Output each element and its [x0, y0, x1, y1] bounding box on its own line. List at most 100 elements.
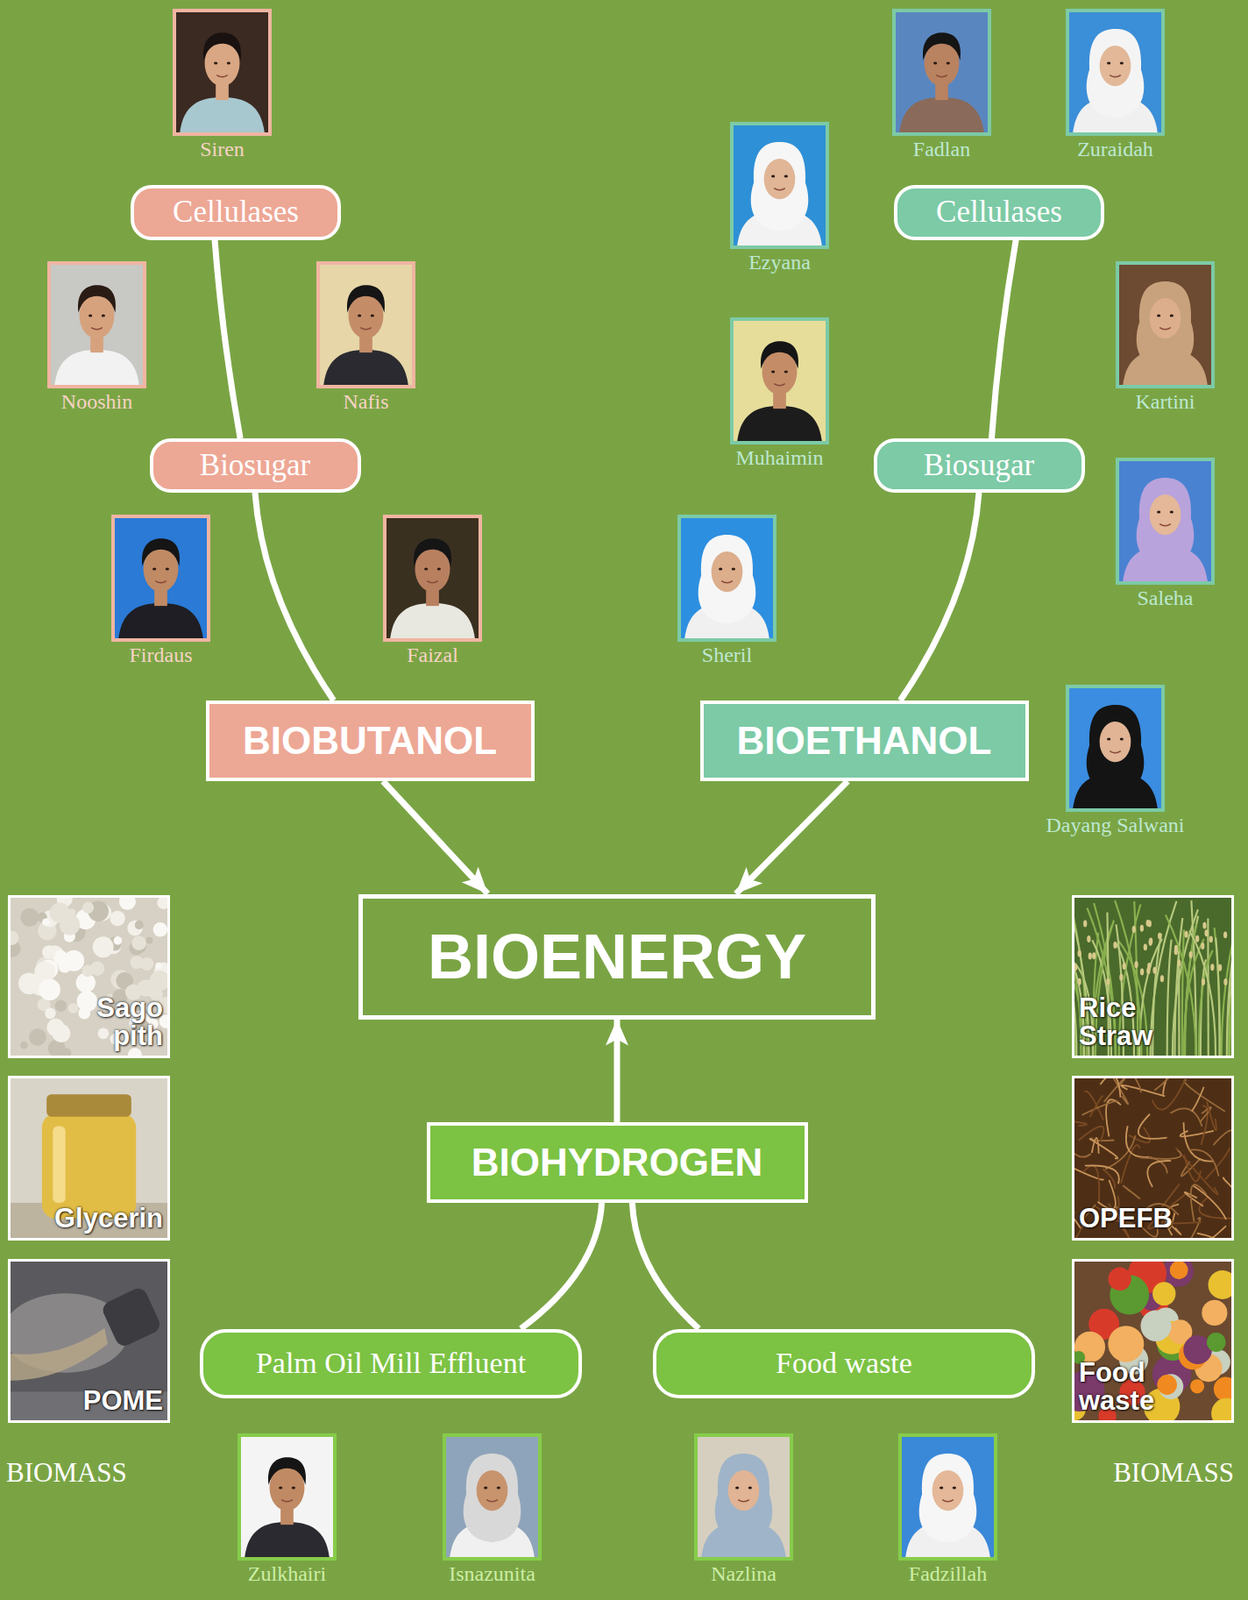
- eye: [165, 567, 170, 570]
- eye: [1120, 737, 1124, 740]
- rice-grain: [1146, 919, 1150, 927]
- stage-box: Food waste: [652, 1328, 1036, 1398]
- biomass-label: OPEFB: [1078, 1204, 1173, 1234]
- eye: [1106, 61, 1111, 64]
- mouth: [486, 1499, 498, 1502]
- portrait-frame: Siren: [172, 8, 272, 136]
- connector: [736, 780, 849, 894]
- sago-granule: [134, 920, 144, 929]
- rice-grain: [1204, 928, 1208, 936]
- portrait-frame: Nazlina: [694, 1432, 794, 1560]
- hair: [203, 32, 242, 61]
- portrait-frame: Isnazunita: [442, 1432, 542, 1560]
- fibre: [1223, 1177, 1232, 1210]
- portrait-frame: Saleha: [1115, 457, 1215, 585]
- mouth: [1109, 75, 1121, 78]
- eye: [718, 567, 723, 570]
- fuel-box: BIOHYDROGEN: [426, 1121, 809, 1203]
- fibre: [1089, 1138, 1118, 1159]
- biomass-photo: Glycerin: [7, 1075, 171, 1241]
- fibre: [1074, 1114, 1092, 1157]
- eye: [784, 174, 788, 178]
- sago-granule: [98, 1027, 110, 1039]
- photo-background: [697, 1436, 790, 1557]
- person-name: Muhaimin: [736, 446, 824, 468]
- sago-granule: [109, 910, 125, 926]
- sago-granule: [42, 917, 50, 926]
- fibre: [1184, 1154, 1201, 1181]
- portrait-photo: [319, 264, 412, 385]
- face: [932, 1469, 965, 1511]
- eye: [357, 313, 362, 317]
- biomass-photo: Rice Straw: [1071, 894, 1234, 1058]
- connector: [520, 1202, 602, 1329]
- portrait-photo: [114, 517, 207, 639]
- face: [476, 1469, 509, 1511]
- photo-background: [319, 264, 412, 385]
- mouth: [426, 581, 439, 583]
- stage-box: Cellulases: [130, 184, 341, 241]
- rice-grain: [1092, 951, 1096, 959]
- fibre: [1181, 1217, 1201, 1238]
- headscarf: [751, 141, 809, 231]
- face: [728, 1469, 760, 1511]
- portrait-photo: [50, 264, 143, 385]
- fibre: [1092, 1137, 1100, 1154]
- food-scrap: [1211, 1397, 1232, 1420]
- photo-background: [176, 12, 269, 133]
- portrait-frame: Faizal: [382, 514, 483, 642]
- biomass-label: Food waste: [1078, 1358, 1155, 1416]
- fibre: [1126, 1125, 1149, 1157]
- portrait-photo: [1069, 12, 1162, 133]
- shoulders: [899, 97, 985, 133]
- portrait-photo: [386, 517, 479, 639]
- biomass-photo: OPEFB: [1071, 1075, 1234, 1241]
- rice-grain: [1147, 962, 1151, 970]
- mouth: [155, 581, 167, 583]
- biomass-label: POME: [83, 1386, 164, 1416]
- mouth: [773, 188, 786, 191]
- fibre: [1084, 1164, 1100, 1203]
- sago-granule: [153, 921, 168, 937]
- sago-granule: [38, 978, 61, 1000]
- stage-box: Biosugar: [873, 438, 1085, 493]
- box-label: Cellulases: [936, 194, 1063, 230]
- neck: [425, 589, 440, 606]
- food-scrap: [1140, 1309, 1171, 1341]
- box-label: BIOBUTANOL: [242, 718, 497, 763]
- rice-grain: [1184, 930, 1188, 938]
- sago-granule: [127, 920, 143, 936]
- rice-grain: [1134, 960, 1138, 968]
- biomass-photo: Food waste: [1071, 1258, 1234, 1423]
- rice-grain: [1077, 950, 1082, 958]
- food-scrap: [1213, 1375, 1232, 1401]
- fibre: [1138, 1113, 1168, 1139]
- eye: [748, 1485, 752, 1489]
- box-label: Palm Oil Mill Effluent: [255, 1346, 526, 1380]
- fibre: [1212, 1129, 1232, 1145]
- mouth: [773, 383, 786, 386]
- box-label: Biosugar: [199, 447, 311, 483]
- fibre: [1191, 1086, 1205, 1112]
- section-label: BIOMASS: [6, 1458, 128, 1486]
- stage-box: Biosugar: [149, 438, 362, 493]
- sago-granule: [119, 897, 136, 910]
- eye: [1120, 61, 1124, 64]
- connector: [382, 780, 489, 894]
- connector: [991, 240, 1016, 440]
- mouth: [737, 1499, 750, 1502]
- eye: [1170, 510, 1174, 513]
- rice-grain: [1201, 978, 1206, 986]
- portrait-frame: Dayang Salwani: [1065, 684, 1165, 812]
- mouth: [1109, 751, 1121, 753]
- face: [1149, 297, 1182, 339]
- hair: [347, 284, 385, 313]
- face: [1099, 45, 1132, 86]
- mouth: [360, 327, 372, 330]
- portrait-photo: [446, 1436, 539, 1557]
- hair: [413, 538, 452, 567]
- person-name: Zuraidah: [1077, 138, 1154, 160]
- person-name: Sheril: [702, 644, 752, 666]
- mouth: [91, 327, 103, 330]
